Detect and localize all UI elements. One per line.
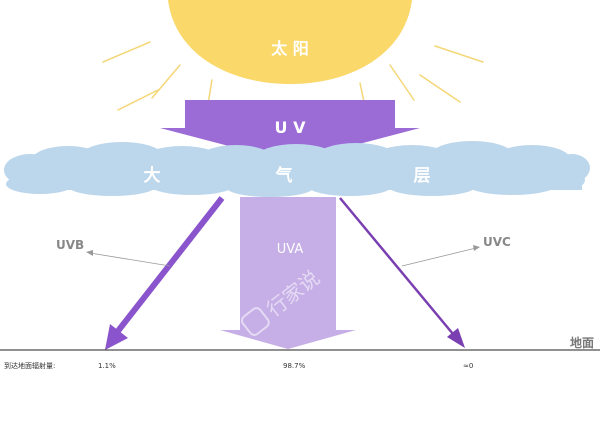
uvb-arrow [105, 196, 225, 350]
atmosphere-label-3: 层 [414, 166, 431, 186]
uvc-arrow [339, 197, 465, 348]
uvb-callout [86, 250, 171, 267]
uv-label: U V [275, 118, 307, 137]
watermark-logo-icon [240, 307, 270, 336]
sun-shape [168, 0, 412, 84]
uvb-reach-value: 1.1% [98, 362, 116, 370]
ground-label: 地面 [570, 335, 594, 350]
reach-label: 到达地面辐射量: [4, 361, 55, 370]
atmosphere-label-1: 大 [144, 165, 161, 186]
uv-arrow [160, 100, 420, 162]
sun-label: 太 阳 [270, 39, 309, 58]
uvc-reach-value: ≈0 [463, 362, 473, 370]
atmosphere-label-2: 气 [275, 165, 293, 186]
uvc-label: UVC [483, 235, 511, 249]
atmosphere-cloud [4, 141, 590, 197]
sun-rays [102, 41, 484, 111]
uvb-label: UVB [56, 238, 84, 252]
uva-reach-value: 98.7% [283, 362, 306, 370]
uva-label: UVA [277, 242, 304, 257]
uvc-callout [401, 245, 480, 267]
uva-arrow [220, 197, 356, 349]
